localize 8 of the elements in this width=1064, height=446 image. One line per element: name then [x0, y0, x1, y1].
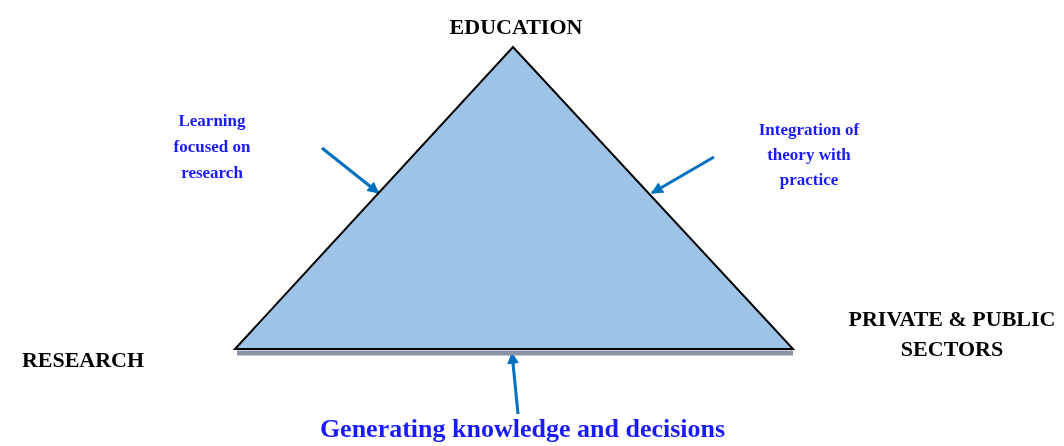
callout-text: Learning focused on research: [150, 108, 322, 188]
caption-text: Generating knowledge and decisions: [270, 414, 775, 446]
arrow: [321, 146, 380, 195]
corner-label: PRIVATE & PUBLIC SECTORS: [847, 305, 1057, 363]
corner-label: RESEARCH: [20, 346, 146, 374]
callout-text: Integration of theory with practice: [714, 117, 904, 212]
corner-label: EDUCATION: [448, 13, 584, 41]
arrow: [651, 155, 715, 195]
